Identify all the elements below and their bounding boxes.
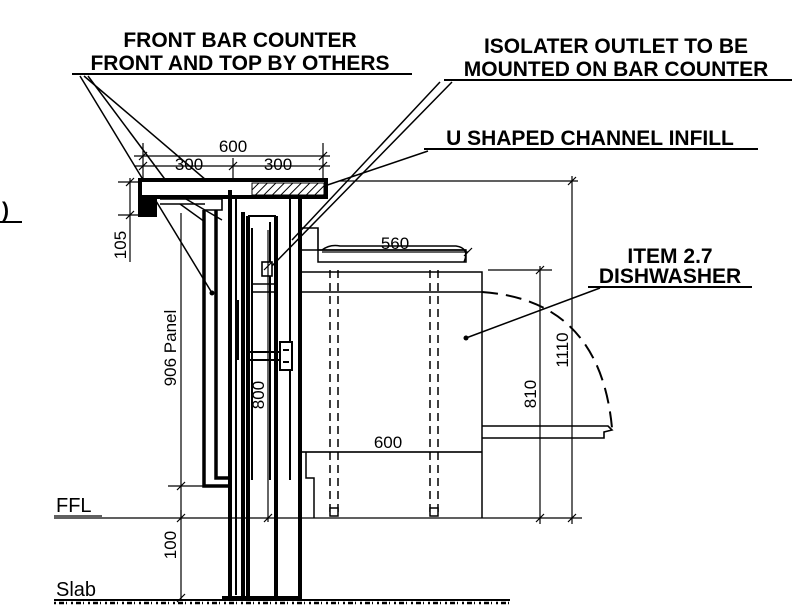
counter-top-hatch <box>251 182 325 196</box>
dim-top-left-half: 300 <box>175 155 203 174</box>
dim-overall-height: 1110 <box>553 332 572 367</box>
leader-lines <box>79 75 601 339</box>
dim-plinth-height: 100 <box>161 531 180 559</box>
item-label-line2: DISHWASHER <box>599 265 741 288</box>
mid-bracket <box>250 341 293 371</box>
leader-dot-panel <box>209 290 215 296</box>
front-bar-label-line1: FRONT BAR COUNTER <box>123 29 356 52</box>
counter-front-lip <box>138 180 157 217</box>
open-door <box>482 425 614 439</box>
dim-dishwasher-top-depth: 560 <box>381 234 409 253</box>
dim-dishwasher-depth: 600 <box>374 433 402 452</box>
dishwasher-foot-left <box>329 507 339 517</box>
dim-overall-top-width: 600 <box>219 137 247 156</box>
leader-dot-dishwasher <box>463 335 469 341</box>
counter-bracket <box>160 198 223 211</box>
dim-channel-height: 800 <box>249 381 268 409</box>
counter-lip-fill <box>142 197 153 213</box>
front-bar-label-line2: FRONT AND TOP BY OTHERS <box>90 52 389 75</box>
dim-810-lines <box>488 265 552 524</box>
dim-dishwasher-height: 810 <box>521 380 540 408</box>
dim-105-lines <box>118 177 140 262</box>
top-dimension-lines <box>134 143 578 182</box>
slab-label: Slab <box>56 579 96 601</box>
channel-label: U SHAPED CHANNEL INFILL <box>446 127 734 150</box>
dim-906-lines <box>168 213 204 520</box>
isolater-label-line2: MOUNTED ON BAR COUNTER <box>464 58 769 81</box>
edge-fragment-text: ) <box>2 199 9 222</box>
dim-panel-height: 906 Panel <box>161 310 180 387</box>
front-panel <box>202 210 230 488</box>
post-top-detail <box>252 227 319 293</box>
isolater-label-line1: ISOLATER OUTLET TO BE <box>484 35 748 58</box>
door-swing-arc <box>481 291 613 429</box>
dim-560-lines <box>322 247 473 257</box>
dishwasher-body <box>300 249 483 518</box>
ffl-label: FFL <box>56 495 92 517</box>
dishwasher-foot-right <box>429 507 439 517</box>
item-label-line1: ITEM 2.7 <box>627 245 712 268</box>
dim-top-right-half: 300 <box>264 155 292 174</box>
dim-top-thickness: 105 <box>111 231 130 259</box>
